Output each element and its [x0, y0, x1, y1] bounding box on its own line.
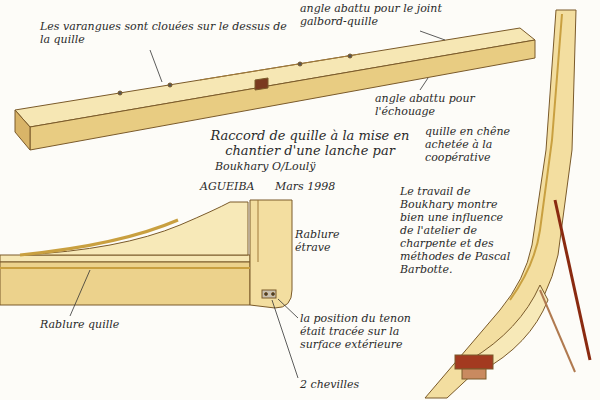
- sketch-title: Raccord de quille à la mise en chantier …: [195, 128, 425, 158]
- annotation-note: Rablure quille: [40, 318, 160, 331]
- annotation-note: Mars 1998: [275, 180, 355, 193]
- annotation-note: 2 chevilles: [300, 378, 400, 391]
- annotation-note: angle abattu pour le joint galbord-quill…: [300, 2, 465, 28]
- annotation-note: AGUEIBA: [200, 180, 270, 193]
- annotation-note: quille en chêne achetée à la coopérative: [425, 125, 540, 164]
- annotation-note: angle abattu pour l'échouage: [375, 92, 505, 118]
- annotation-note: Rablure étrave: [295, 228, 355, 254]
- annotation-note: Les varangues sont clouées sur le dessus…: [40, 20, 290, 46]
- annotation-note: Boukhary O/Loulÿ: [215, 160, 355, 173]
- stem-keel-joint: [0, 200, 292, 308]
- annotation-note: Le travail de Boukhary montre bien une i…: [400, 185, 515, 276]
- annotation-note: la position du tenon était tracée sur la…: [300, 312, 415, 351]
